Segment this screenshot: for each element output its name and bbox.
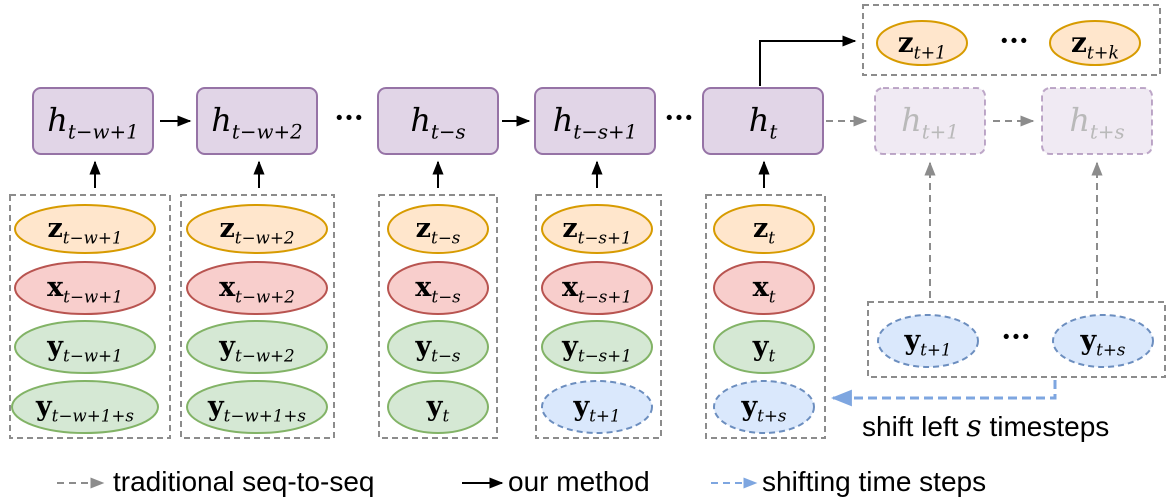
legend-ours-label: our method — [508, 466, 650, 497]
hidden-state-box-5 — [702, 87, 824, 155]
y-shift-label-3: yt — [426, 391, 450, 426]
y-shift-label-4: yt+1 — [573, 391, 621, 426]
y-shift-label-2: yt−w+1+s — [207, 391, 307, 426]
hidden-state-box-4 — [534, 87, 656, 155]
hidden-state-box-3 — [377, 87, 499, 155]
x-ellipse-2 — [186, 261, 328, 315]
hidden-state-box-2 — [196, 87, 318, 155]
future-y-ellipse-1 — [877, 314, 979, 368]
shift-arrow — [830, 380, 1057, 407]
input-column-frame-1 — [9, 194, 171, 439]
x-label-3: xt−s — [415, 272, 461, 307]
y-shift-label-5: yt+s — [741, 391, 787, 426]
future-hidden-box-2 — [1041, 87, 1153, 155]
z-label-1: zt−w+1 — [47, 213, 123, 248]
shift-label: shift left s timesteps — [862, 409, 1110, 444]
y-label-5: yt — [752, 331, 776, 366]
x-ellipse-1 — [14, 261, 156, 315]
y-shift-ellipse-2 — [186, 380, 328, 434]
input-column-frame-3 — [378, 194, 498, 439]
output-frame — [862, 4, 1161, 76]
output-z-label-2: zt+k — [1071, 26, 1119, 64]
y-ellipse-2 — [186, 320, 328, 374]
z-label-3: zt−s — [415, 213, 461, 248]
legend-shifting-label: shifting time steps — [762, 466, 987, 497]
hidden-state-box-1 — [32, 87, 154, 155]
hidden-state-label-5: ht — [748, 101, 778, 144]
x-label-5: xt — [752, 272, 776, 307]
hidden-ellipsis-1: ··· — [334, 101, 364, 134]
y-label-4: yt−s+1 — [562, 331, 632, 366]
output-z-label-1: zt+1 — [897, 26, 947, 64]
z-label-4: zt−s+1 — [562, 213, 632, 248]
future-y-frame — [867, 301, 1166, 378]
input-column-frame-4 — [535, 194, 662, 439]
x-label-2: xt−w+2 — [219, 272, 295, 307]
x-label-4: xt−s+1 — [561, 272, 633, 307]
hidden-ellipsis-2: ··· — [664, 101, 694, 134]
y-shift-label-1: yt−w+1+s — [35, 391, 135, 426]
y-ellipse-3 — [387, 320, 489, 374]
future-hidden-label-1: ht+1 — [901, 101, 959, 144]
hidden-state-label-1: ht−w+1 — [47, 101, 139, 144]
future-y-ellipse-2 — [1052, 314, 1154, 368]
input-column-frame-5 — [705, 194, 826, 439]
input-column-frame-2 — [180, 194, 335, 439]
z-label-2: zt−w+2 — [219, 213, 295, 248]
y-shift-ellipse-4 — [541, 380, 653, 434]
future-hidden-label-2: ht+s — [1069, 101, 1125, 144]
y-ellipse-5 — [713, 320, 815, 374]
x-ellipse-3 — [387, 261, 489, 315]
z-ellipse-5 — [713, 204, 815, 254]
y-label-2: yt−w+2 — [219, 331, 295, 366]
z-ellipse-2 — [186, 204, 328, 254]
z-ellipse-4 — [541, 204, 653, 254]
future-y-ellipsis: ··· — [1001, 320, 1031, 353]
output-arrow — [759, 35, 857, 86]
y-label-3: yt−s — [415, 331, 461, 366]
legend-traditional-label: traditional seq-to-seq — [113, 466, 375, 497]
y-shift-ellipse-1 — [11, 380, 159, 434]
output-ellipsis: ··· — [999, 24, 1029, 57]
z-ellipse-1 — [14, 204, 156, 254]
hidden-state-label-2: ht−w+2 — [211, 101, 303, 144]
future-y-label-2: yt+s — [1080, 325, 1126, 360]
future-hidden-box-1 — [874, 87, 986, 155]
output-z-ellipse-2 — [1049, 20, 1141, 66]
y-ellipse-4 — [541, 320, 653, 374]
output-z-ellipse-1 — [876, 20, 968, 66]
y-shift-ellipse-5 — [713, 380, 815, 434]
x-ellipse-5 — [713, 261, 815, 315]
hidden-state-label-3: ht−s — [410, 101, 466, 144]
x-ellipse-4 — [541, 261, 653, 315]
z-ellipse-3 — [387, 204, 489, 254]
future-y-label-1: yt+1 — [904, 325, 952, 360]
y-label-1: yt−w+1 — [47, 331, 123, 366]
hidden-state-label-4: ht−s+1 — [552, 101, 638, 144]
z-label-5: zt — [752, 213, 776, 248]
y-ellipse-1 — [14, 320, 156, 374]
x-label-1: xt−w+1 — [47, 272, 123, 307]
y-shift-ellipse-3 — [387, 380, 489, 434]
